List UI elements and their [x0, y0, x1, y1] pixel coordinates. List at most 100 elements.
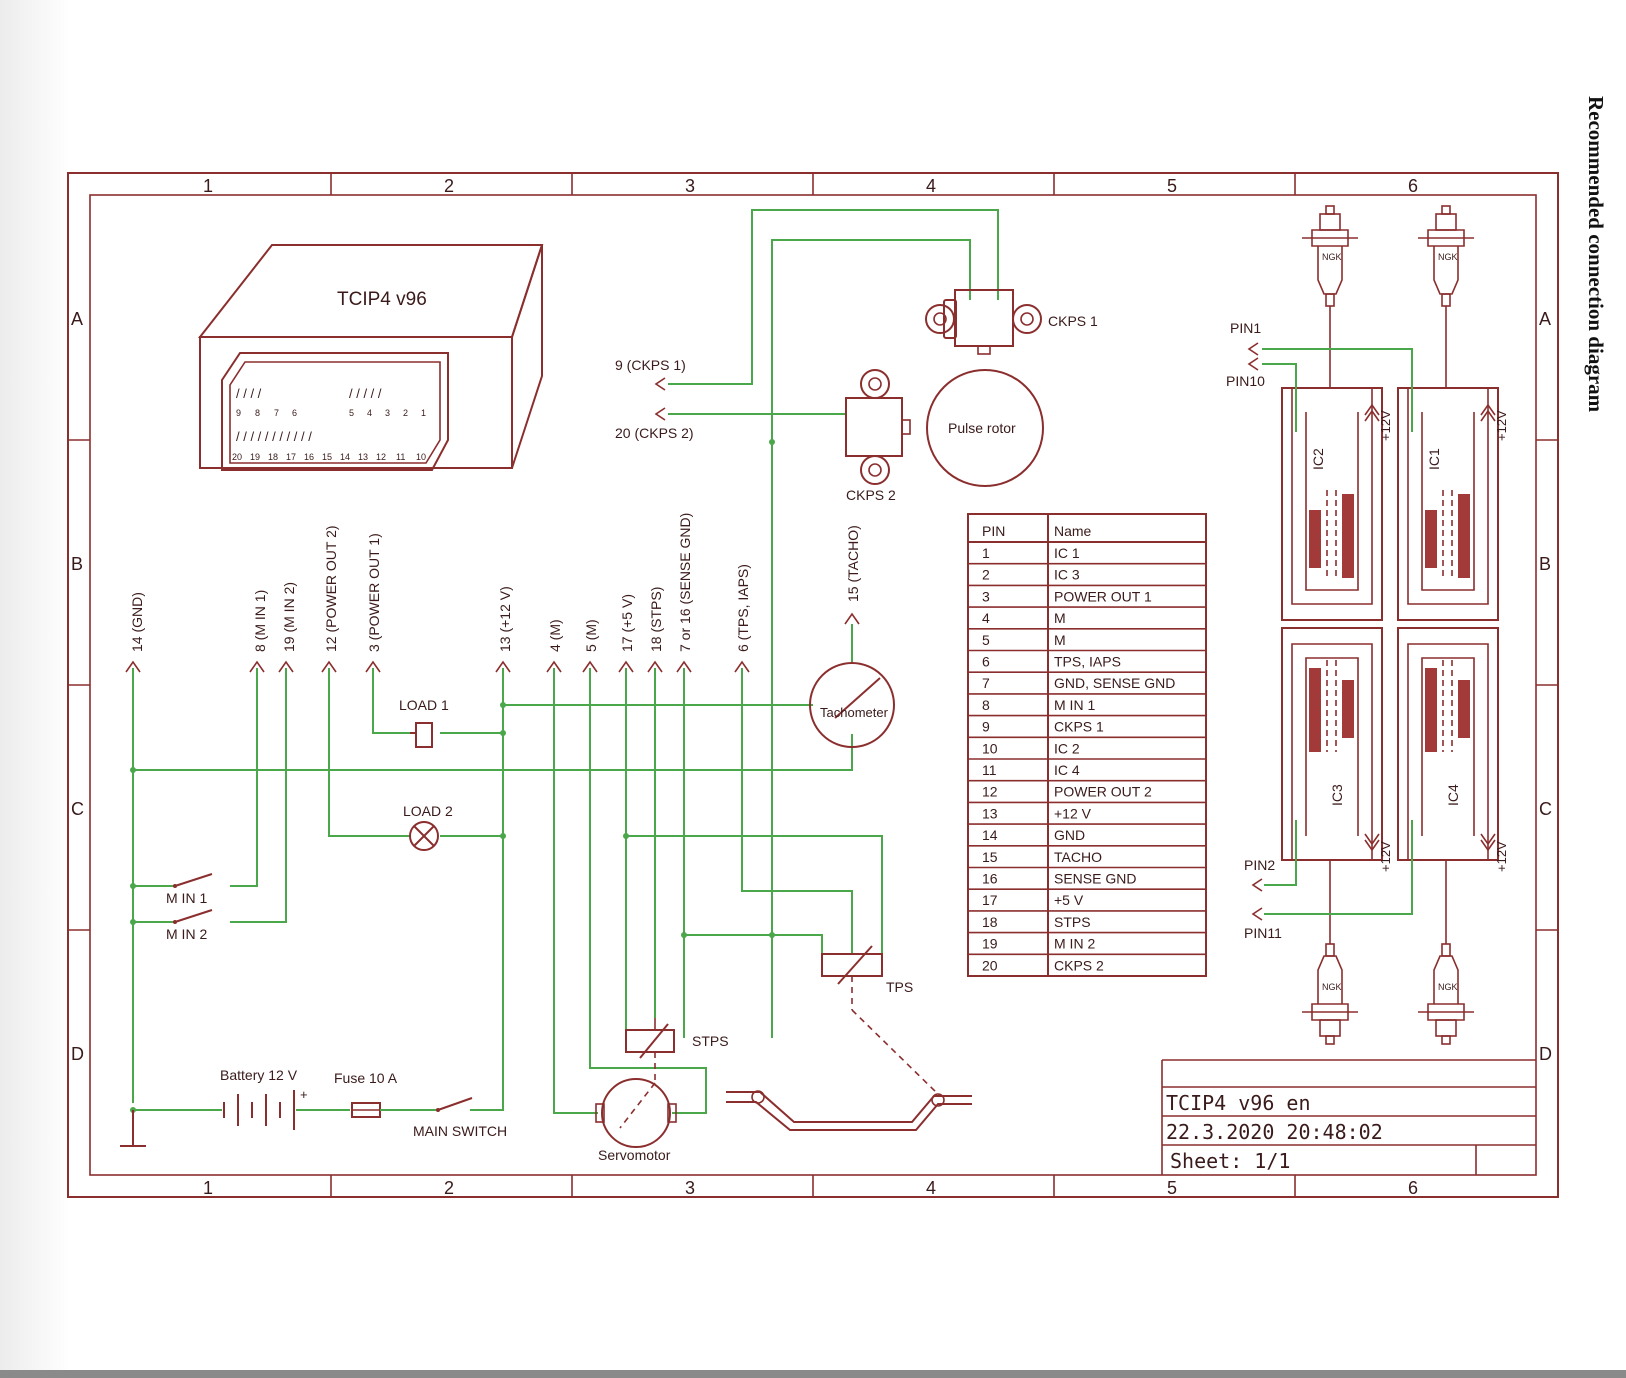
coil-label: IC3: [1329, 784, 1345, 806]
table-name-cell: TPS, IAPS: [1054, 654, 1121, 670]
row-label: A: [71, 309, 83, 329]
pulse-rotor: [926, 369, 1044, 487]
pin-3: 3: [385, 408, 390, 418]
row-label: B: [1539, 554, 1551, 574]
servomotor: Servomotor: [595, 1078, 677, 1163]
table-name-cell: M IN 1: [1054, 697, 1095, 713]
wire-label: 17 (+5 V): [619, 594, 635, 652]
table-name-cell: STPS: [1054, 914, 1091, 930]
table-pin-cell: 14: [982, 827, 998, 843]
ckps1-label: CKPS 1: [1048, 313, 1098, 329]
ground-symbol: [120, 1110, 146, 1147]
col-label: 6: [1408, 1178, 1418, 1198]
plug-brand: NGK: [1322, 252, 1342, 262]
pin-6: 6: [292, 408, 297, 418]
table-pin-cell: 2: [982, 567, 990, 583]
svg-text:/ / / / /: / / / / /: [349, 386, 382, 401]
title-block-date: 22.3.2020 20:48:02: [1166, 1120, 1383, 1144]
pin-4: 4: [367, 408, 372, 418]
load2: LOAD 2: [403, 803, 453, 851]
table-header-name: Name: [1054, 523, 1092, 539]
table-row: 17+5 V: [968, 892, 1206, 912]
row-label: B: [71, 554, 83, 574]
ckps2-wire-label: 20 (CKPS 2): [615, 425, 694, 441]
table-name-cell: IC 2: [1054, 740, 1080, 756]
pin-8: 8: [255, 408, 260, 418]
table-pin-cell: 1: [982, 545, 990, 561]
tachometer-label: Tachometer: [820, 705, 889, 720]
col-label: 5: [1167, 176, 1177, 196]
table-pin-cell: 19: [982, 936, 998, 952]
pin-17: 17: [286, 452, 296, 462]
col-label: 4: [926, 1178, 936, 1198]
load2-label: LOAD 2: [403, 803, 453, 819]
wiring: [130, 439, 883, 1114]
pin-16: 16: [304, 452, 314, 462]
title-block-sheet: Sheet: 1/1: [1170, 1149, 1290, 1173]
wire-label: 8 (M IN 1): [252, 590, 268, 652]
stps-label: STPS: [692, 1033, 729, 1049]
wire-label: 5 (M): [583, 619, 599, 652]
row-label: D: [71, 1044, 84, 1064]
col-label: 1: [203, 1178, 213, 1198]
zone-labels: 1 2 3 4 5 6 1 2 3 4 5 6 A B C D A B C D: [71, 176, 1552, 1198]
wire-label: 18 (STPS): [648, 587, 664, 652]
row-label: C: [1539, 799, 1552, 819]
pin-7: 7: [274, 408, 279, 418]
pulse-rotor-label: Pulse rotor: [948, 420, 1016, 436]
min2-switch-label: M IN 2: [166, 926, 207, 942]
pin-20: 20: [232, 452, 242, 462]
table-name-cell: GND, SENSE GND: [1054, 675, 1175, 691]
title-block-name: TCIP4 v96 en: [1166, 1091, 1311, 1115]
ckps1-wire-label: 9 (CKPS 1): [615, 357, 686, 373]
tachometer: Tachometer: [809, 662, 895, 748]
table-pin-cell: 8: [982, 697, 990, 713]
wire-label: 14 (GND): [129, 592, 145, 652]
spark-plug: NGK: [1418, 943, 1474, 1045]
servomotor-label: Servomotor: [598, 1147, 671, 1163]
coil-label: IC1: [1426, 448, 1442, 470]
stps-sensor: STPS: [625, 1018, 729, 1080]
table-name-cell: IC 3: [1054, 567, 1080, 583]
table-row: 13 +12 V: [968, 805, 1206, 825]
ckps2-sensor: CKPS 2: [845, 369, 911, 503]
spark-plug: NGK: [1302, 943, 1358, 1045]
table-name-cell: SENSE GND: [1054, 871, 1136, 887]
min1-switch-label: M IN 1: [166, 890, 207, 906]
ckps2-label: CKPS 2: [846, 487, 896, 503]
col-label: 6: [1408, 176, 1418, 196]
page-title: Recommended connection diagram: [1584, 96, 1608, 413]
ckps1-sensor: CKPS 1: [925, 289, 1098, 355]
row-label: A: [1539, 309, 1551, 329]
table-pin-cell: 20: [982, 957, 998, 973]
coil-ic2: IC2: [1281, 387, 1383, 621]
load1: LOAD 1: [399, 697, 449, 748]
svg-text:/ / / / / / / / / / /: / / / / / / / / / / /: [236, 429, 312, 444]
control-unit: TCIP4 v96 / / / / / / / / / / / / / / / …: [197, 244, 544, 471]
table-name-cell: POWER OUT 1: [1054, 588, 1152, 604]
table-pin-cell: 13: [982, 805, 998, 821]
table-name-cell: +12 V: [1054, 805, 1092, 821]
plus12-label: +12V: [1494, 841, 1509, 872]
connector-pins: / / / / / / / / / / / / / / / / / / / / …: [232, 386, 426, 462]
crank-sensors: 9 (CKPS 1) 20 (CKPS 2) CKPS 1 CKPS 2 Pul…: [615, 209, 1098, 1038]
throttle-linkage: [726, 1090, 972, 1131]
plug-brand: NGK: [1438, 252, 1458, 262]
main-switch: MAIN SWITCH: [413, 1097, 507, 1139]
spark-plug: NGK: [1302, 205, 1358, 307]
battery: Battery 12 V +: [133, 1067, 350, 1130]
table-pin-cell: 10: [982, 740, 998, 756]
wire-label: 7 or 16 (SENSE GND): [677, 513, 693, 652]
col-label: 2: [444, 1178, 454, 1198]
wire-label: 4 (M): [547, 619, 563, 652]
